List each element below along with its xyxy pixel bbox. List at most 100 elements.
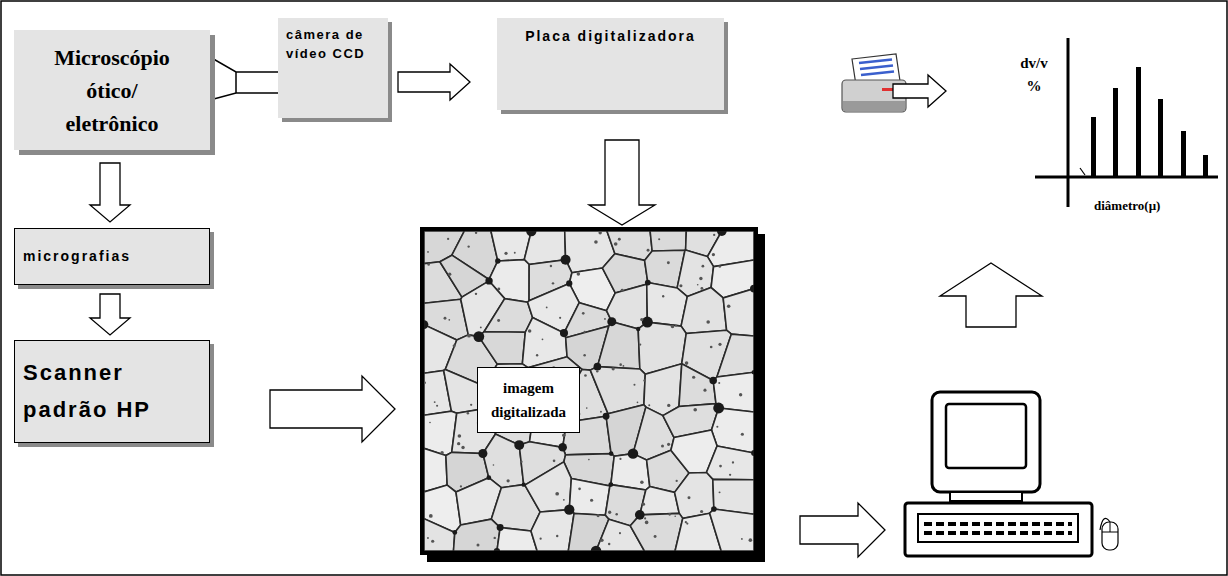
inclusion-dot bbox=[654, 535, 657, 538]
node-label: Microscópio ótico/ eletrônico bbox=[42, 41, 182, 140]
inclusion-dot bbox=[741, 433, 744, 436]
pore-dot bbox=[514, 440, 524, 450]
inclusion-dot bbox=[578, 487, 581, 490]
grain-cell bbox=[611, 454, 650, 490]
inclusion-dot bbox=[639, 343, 641, 345]
inclusion-dot bbox=[692, 376, 695, 379]
grain-cell bbox=[640, 487, 679, 515]
pore-dot bbox=[478, 449, 487, 458]
inclusion-dot bbox=[582, 312, 585, 315]
inclusion-dot bbox=[427, 251, 429, 253]
pore-dot bbox=[521, 482, 525, 486]
grain-cell bbox=[597, 322, 639, 369]
inclusion-dot bbox=[637, 401, 639, 403]
inclusion-dot bbox=[436, 405, 438, 407]
pore-dot bbox=[628, 448, 638, 458]
inclusion-dot bbox=[667, 261, 670, 264]
inclusion-dot bbox=[520, 461, 522, 463]
inclusion-dot bbox=[623, 365, 625, 367]
pore-dot bbox=[564, 505, 574, 515]
inclusion-dot bbox=[504, 252, 507, 255]
block-arrow bbox=[800, 503, 885, 557]
inclusion-dot bbox=[644, 517, 646, 519]
block-arrow bbox=[270, 376, 395, 442]
inclusion-dot bbox=[497, 288, 500, 291]
inclusion-dot bbox=[596, 370, 598, 372]
inclusion-dot bbox=[556, 535, 558, 537]
pore-dot bbox=[424, 321, 428, 328]
pore-dot bbox=[752, 370, 754, 375]
inclusion-dot bbox=[453, 344, 456, 347]
inclusion-dot bbox=[429, 514, 433, 518]
inclusion-dot bbox=[493, 464, 495, 466]
inclusion-dot bbox=[619, 363, 622, 366]
grain-cell bbox=[424, 519, 455, 551]
inclusion-dot bbox=[434, 401, 436, 403]
inclusion-dot bbox=[594, 240, 598, 244]
inclusion-dot bbox=[687, 496, 690, 499]
inclusion-dot bbox=[514, 252, 516, 254]
inclusion-dot bbox=[615, 513, 618, 516]
inclusion-dot bbox=[647, 249, 650, 252]
inclusion-dot bbox=[729, 474, 731, 476]
inclusion-dot bbox=[460, 485, 462, 487]
inclusion-dot bbox=[583, 331, 585, 333]
inclusion-dot bbox=[552, 282, 554, 284]
inclusion-dot bbox=[475, 293, 477, 295]
inclusion-dot bbox=[475, 232, 477, 234]
inclusion-dot bbox=[749, 538, 753, 542]
inclusion-dot bbox=[699, 277, 702, 280]
inclusion-dot bbox=[685, 361, 689, 365]
microscope-box: Microscópio ótico/ eletrônico bbox=[14, 30, 210, 150]
grain-cells bbox=[424, 231, 754, 551]
mouse-icon bbox=[1100, 518, 1118, 550]
inclusion-dot bbox=[424, 381, 426, 384]
inclusion-dot bbox=[619, 458, 621, 460]
inclusion-dot bbox=[643, 379, 646, 382]
grain-cell bbox=[484, 299, 533, 333]
grain-cell bbox=[650, 231, 686, 251]
inclusion-dot bbox=[618, 238, 621, 241]
inclusion-dot bbox=[675, 325, 677, 327]
node-label: Scanner padrão HP bbox=[23, 355, 201, 428]
inclusion-dot bbox=[598, 231, 601, 234]
grain-cell bbox=[607, 284, 648, 329]
grain-cell bbox=[525, 462, 572, 512]
inclusion-dot bbox=[458, 434, 462, 438]
block-arrow bbox=[940, 263, 1042, 327]
inclusion-dot bbox=[668, 513, 671, 516]
grain-cell bbox=[479, 332, 525, 364]
pore-dot bbox=[486, 475, 491, 480]
inclusion-dot bbox=[597, 514, 600, 517]
inclusion-dot bbox=[600, 411, 602, 413]
scanner-box: Scanner padrão HP bbox=[14, 340, 210, 443]
inclusion-dot bbox=[480, 327, 482, 329]
grain-cell bbox=[679, 364, 716, 407]
inclusion-dot bbox=[713, 234, 715, 236]
pore-dot bbox=[711, 506, 717, 512]
inclusion-dot bbox=[702, 265, 705, 268]
pore-dot bbox=[713, 403, 724, 414]
inclusion-dot bbox=[440, 451, 443, 454]
pore-dot bbox=[603, 413, 610, 420]
axis-label: diâmetro(μ) bbox=[1094, 198, 1218, 215]
inclusion-dot bbox=[619, 532, 621, 534]
node-label: imagem digitalizada bbox=[477, 367, 580, 433]
inclusion-dot bbox=[536, 354, 538, 356]
pore-dot bbox=[566, 280, 572, 286]
inclusion-dot bbox=[448, 319, 450, 321]
pore-dot bbox=[608, 482, 613, 487]
printer-icon bbox=[842, 54, 906, 112]
grain-cell bbox=[453, 519, 500, 551]
inclusion-dot bbox=[559, 317, 561, 319]
coupling-connector bbox=[210, 57, 278, 100]
inclusion-dot bbox=[577, 272, 580, 275]
block-arrow bbox=[90, 294, 130, 335]
inclusion-dot bbox=[719, 465, 722, 468]
inclusion-dot bbox=[686, 522, 688, 524]
inclusion-dot bbox=[614, 242, 618, 246]
inclusion-dot bbox=[553, 460, 556, 463]
pore-dot bbox=[609, 451, 614, 456]
